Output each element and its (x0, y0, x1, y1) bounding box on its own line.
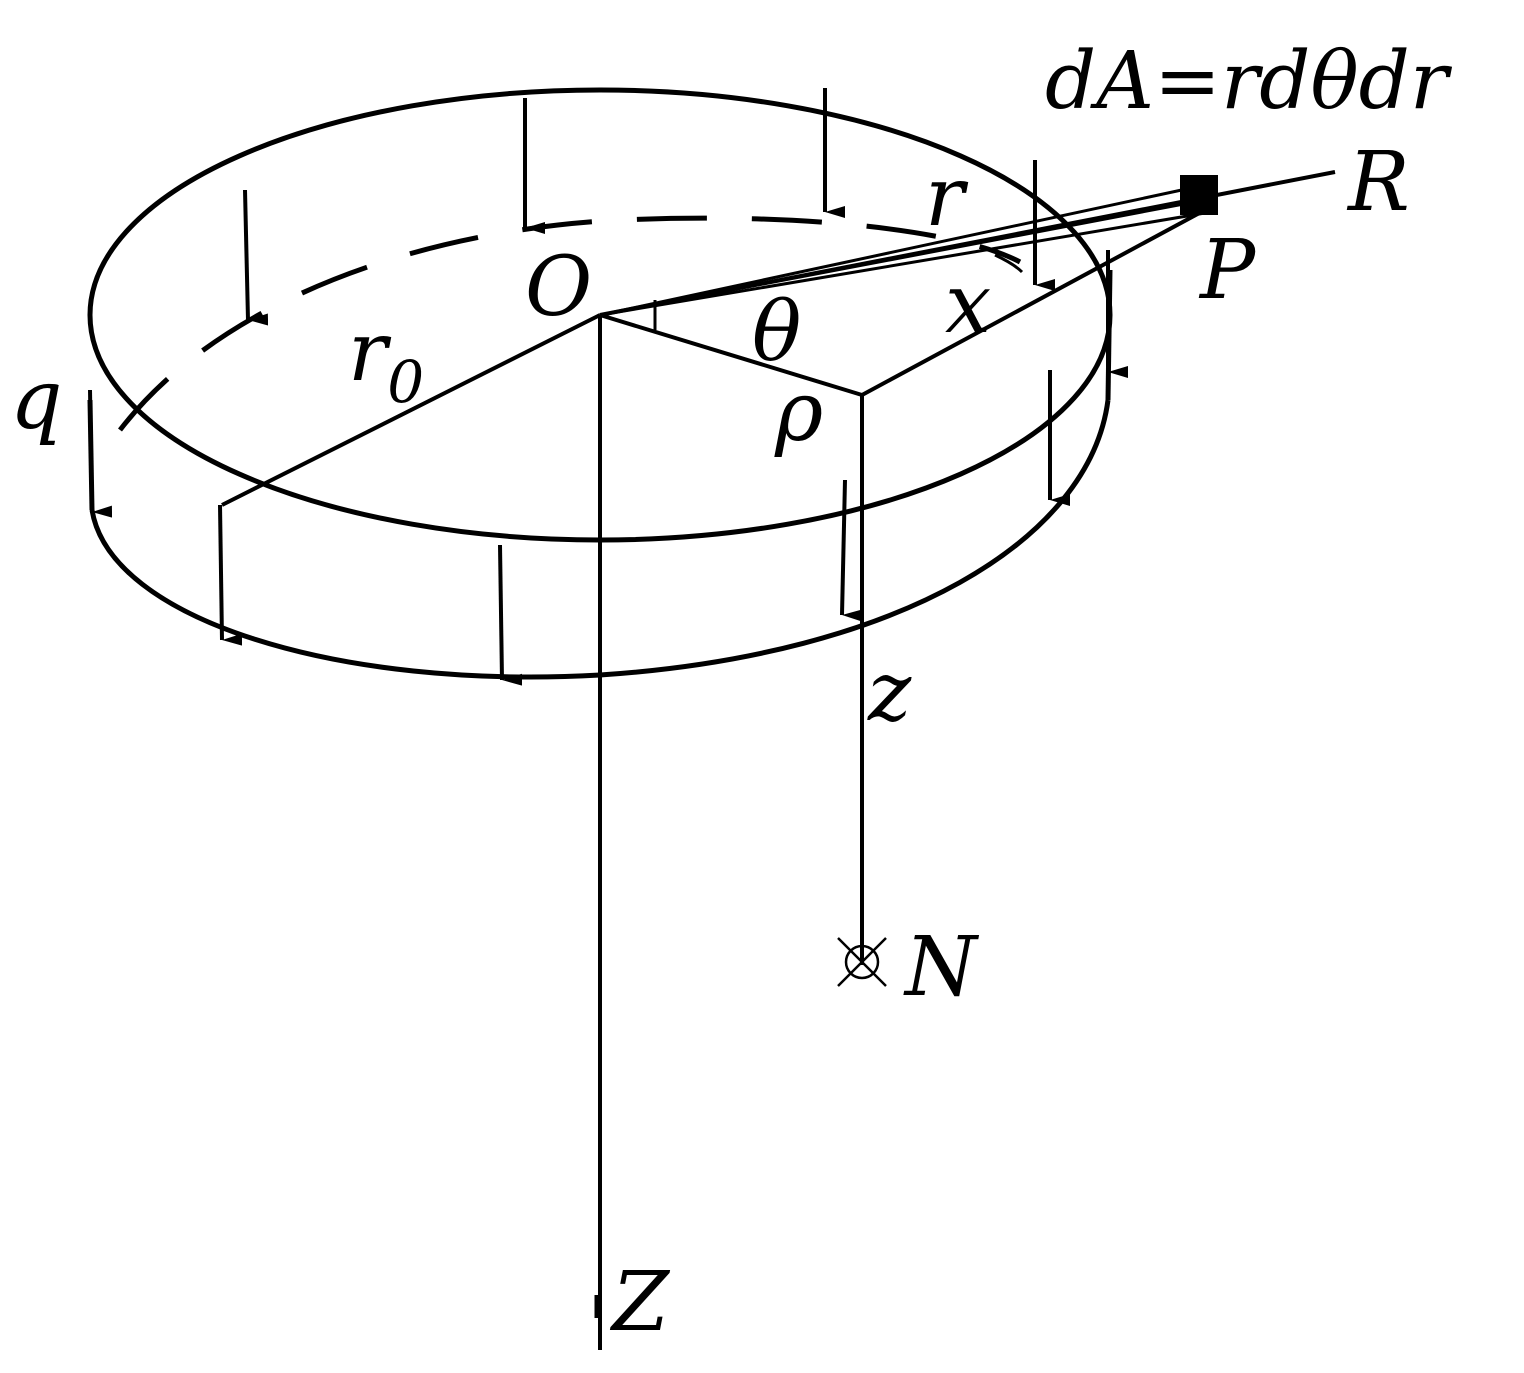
label-r0: r0 (348, 305, 424, 416)
label-P: P (1198, 223, 1257, 318)
dashed-radius-circle (118, 215, 1022, 432)
geometry-lines (221, 170, 1336, 1350)
load-arrow (498, 544, 523, 686)
label-z: z (867, 645, 912, 740)
load-arrows (88, 88, 1128, 686)
element-ray (599, 183, 1206, 317)
x-line (861, 208, 1206, 397)
label-q: q (10, 353, 63, 448)
label-rho: ρ (774, 365, 823, 460)
label-R: R (1346, 135, 1410, 230)
label-O: O (525, 240, 592, 335)
label-r: r (925, 150, 969, 245)
load-arrow (218, 504, 243, 646)
theta-arc (994, 253, 1024, 274)
label-theta: θ (752, 285, 801, 380)
label-Z: Z (609, 1255, 671, 1350)
label-r0-base: r (348, 305, 392, 400)
radius-r0-line (221, 313, 601, 507)
rho-line (599, 313, 863, 397)
load-arrow (243, 189, 269, 326)
area-element-dA (1180, 175, 1218, 215)
label-r0-sub: 0 (387, 348, 424, 416)
formula-label: dA=rdθdr (1045, 34, 1453, 127)
label-N: N (903, 920, 980, 1015)
load-arrow (840, 479, 863, 622)
element-ray (599, 198, 1206, 317)
point-N-marker (837, 937, 887, 987)
label-x: x (945, 257, 991, 352)
element-ray (599, 211, 1206, 317)
load-arrow (88, 389, 113, 518)
